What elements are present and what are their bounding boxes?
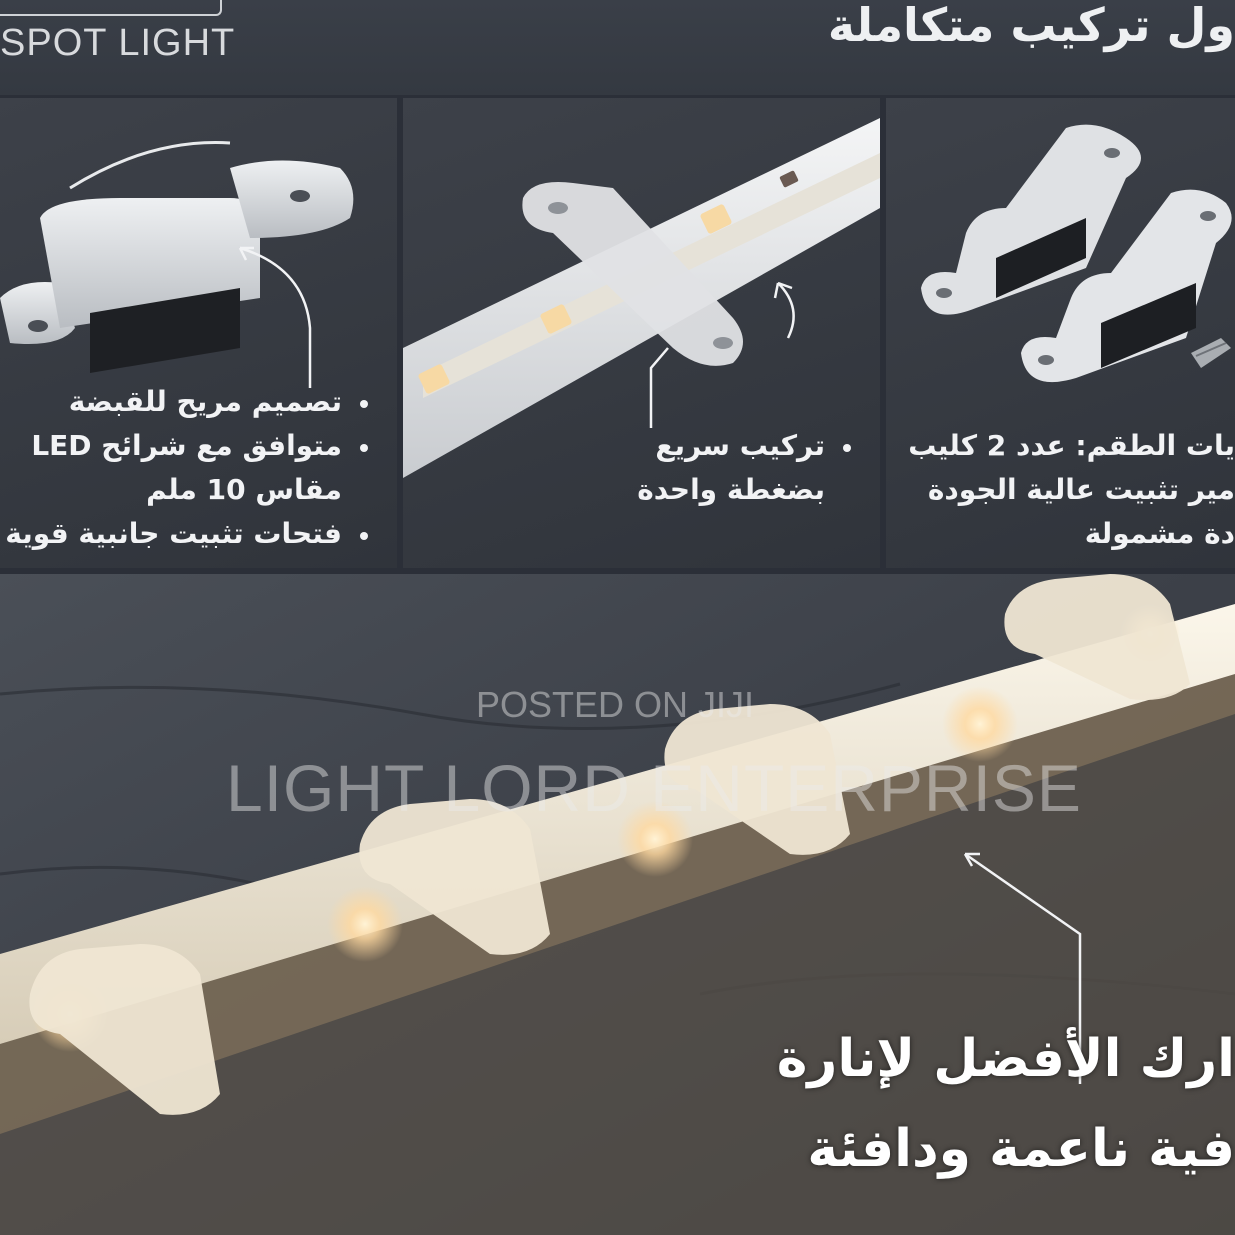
panel-clip-design: تصميم مريح للقبضة متوافق مع شرائح LED مق… <box>0 98 397 568</box>
clips <box>29 574 1190 1115</box>
watermark-seller: LIGHT LORD ENTERPRISE <box>226 751 1082 825</box>
lit-strip-scene <box>0 574 1235 1235</box>
feature-list: تصميم مريح للقبضة متوافق مع شرائح LED مق… <box>5 380 372 556</box>
feature-item: متوافق مع شرائح LED <box>5 424 372 468</box>
led-tube <box>0 604 1235 1044</box>
led-chip <box>418 364 450 394</box>
led-glow <box>617 801 693 877</box>
photo-caption: ارك الأفضل لإنارة فية ناعمة ودافئة <box>777 1014 1235 1194</box>
brand-name: SPOT LIGHT <box>0 22 236 64</box>
clip <box>522 182 743 366</box>
feature-item: مقاس 10 ملم <box>146 473 342 506</box>
led-chip <box>700 204 732 234</box>
pointer-arrow <box>649 347 669 428</box>
watermark-posted: POSTED ON JIJI <box>476 684 755 725</box>
brand-frame <box>0 0 222 16</box>
panel-kit-contents: يات الطقم: عدد 2 كليب مير تثبيت عالية ال… <box>886 98 1235 568</box>
clip-opening <box>90 288 240 373</box>
clip-2 <box>1021 189 1232 383</box>
strip-illustration <box>403 118 880 478</box>
header-bar: SPOT LIGHT ول تركيب متكاملة <box>0 0 1235 95</box>
screw-icon <box>1191 338 1231 368</box>
feature-item: يات الطقم: عدد 2 كليب <box>908 429 1235 462</box>
led-chip <box>540 304 572 334</box>
feature-item: تركيب سريع <box>637 424 855 468</box>
clip-illustration <box>0 141 354 388</box>
feature-item: دة مشمولة <box>1084 517 1235 550</box>
led-glow <box>327 886 403 962</box>
pointer-arrow <box>964 852 1082 1084</box>
led-glow <box>942 686 1018 762</box>
swoosh-line <box>69 141 231 190</box>
kit-illustration <box>921 124 1232 383</box>
installation-photo: POSTED ON JIJI LIGHT LORD ENTERPRISE ارك… <box>0 574 1235 1235</box>
clip-1 <box>921 124 1141 315</box>
feature-item: مير تثبيت عالية الجودة <box>927 473 1235 506</box>
panel-quick-install: تركيب سريع بضغطة واحدة <box>403 98 880 568</box>
feature-item: فتحات تثبيت جانبية قوية <box>5 512 372 556</box>
feature-item: بضغطة واحدة <box>637 473 825 506</box>
pointer-arrow <box>239 246 312 388</box>
screw-hole <box>28 320 48 332</box>
press-arrow <box>777 282 795 339</box>
feature-list: تركيب سريع بضغطة واحدة <box>637 424 855 512</box>
page-title: ول تركيب متكاملة <box>827 0 1235 52</box>
feature-list: يات الطقم: عدد 2 كليب مير تثبيت عالية ال… <box>908 424 1235 556</box>
feature-item: تصميم مريح للقبضة <box>5 380 372 424</box>
caption-line: ارك الأفضل لإنارة <box>776 1029 1235 1089</box>
screw-hole <box>290 190 310 202</box>
caption-line: فية ناعمة ودافئة <box>807 1119 1235 1179</box>
